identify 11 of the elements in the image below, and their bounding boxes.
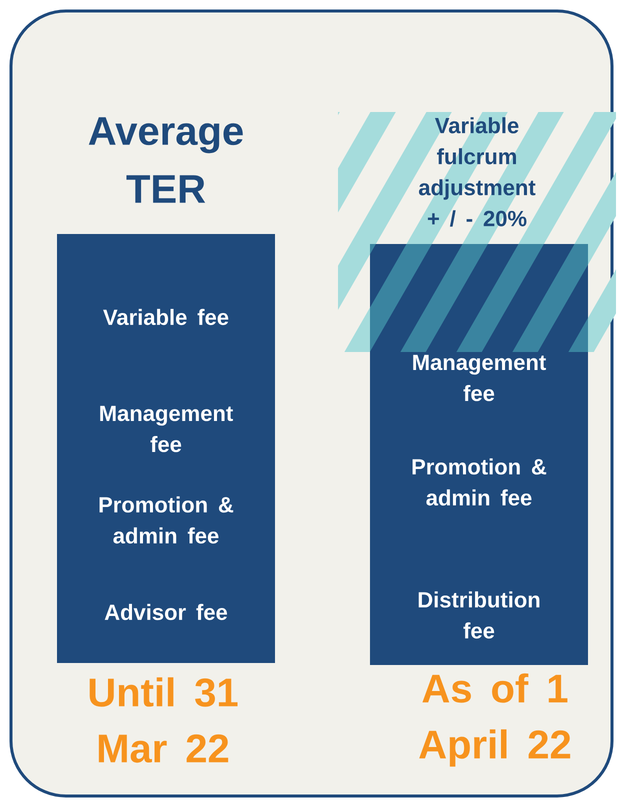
heading: Average TER	[88, 117, 243, 203]
bar-label: Variable fee	[103, 308, 228, 326]
bar-label: Promotion & admin fee	[100, 496, 234, 544]
bar-label: Management fee	[100, 406, 233, 452]
bar-label: Management fee	[413, 354, 546, 402]
period-label: Until 31 Mar 22	[90, 677, 238, 763]
bar-label: Promotion & admin fee	[412, 458, 546, 506]
bar-label: Distribution fee	[418, 591, 540, 639]
fee-bar	[57, 234, 275, 663]
fee-bar	[370, 244, 588, 665]
bar-label: Advisor fee	[104, 604, 228, 620]
